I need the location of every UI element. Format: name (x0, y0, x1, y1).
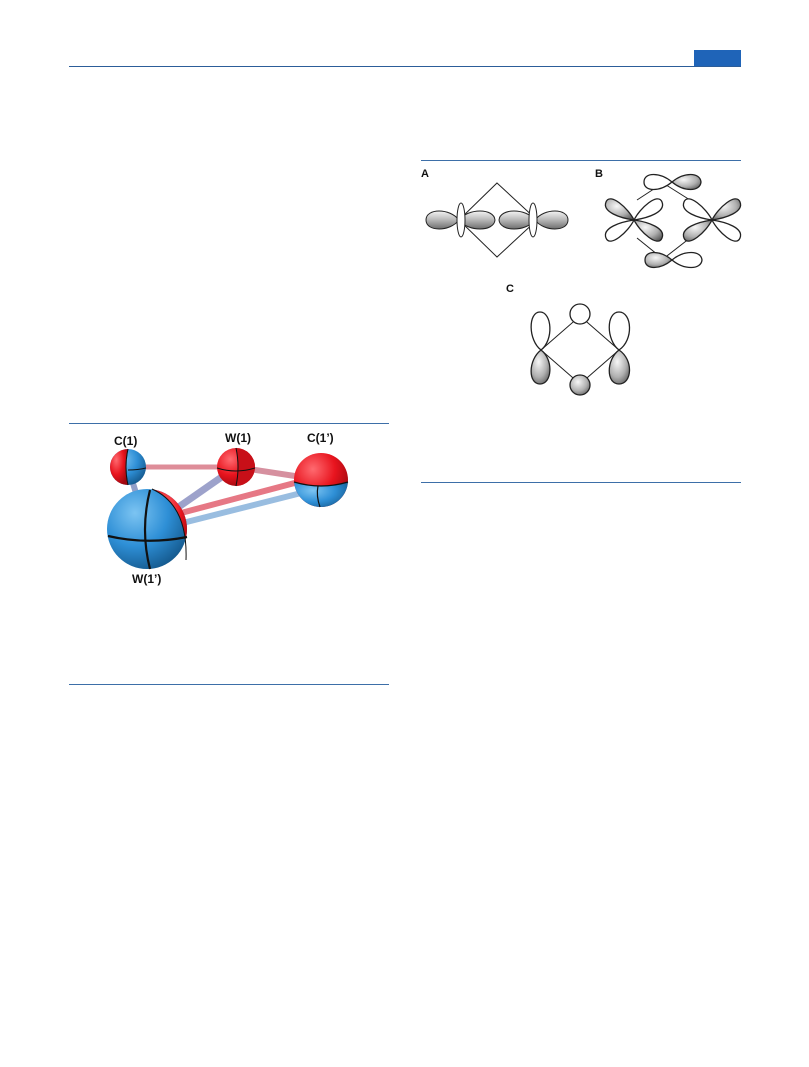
orbital-panel-b (604, 173, 742, 269)
figure-top-rule-right (421, 160, 741, 161)
atom-label-w1: W(1) (225, 431, 251, 445)
figure-top-rule (69, 423, 389, 424)
figure-bottom-rule-right (421, 482, 741, 483)
panel-label-a: A (421, 168, 429, 180)
journal-badge (694, 50, 741, 66)
panel-label-b: B (595, 168, 603, 180)
atom-label-c1: C(1) (114, 434, 138, 448)
panel-label-c: C (506, 283, 514, 295)
atom-label-w1p: W(1’) (132, 572, 162, 586)
atom-c1p (293, 453, 349, 508)
atom-label-c1p: C(1’) (307, 431, 334, 445)
atom-w1 (216, 447, 256, 487)
figure-bottom-rule (69, 684, 389, 685)
atom-c1 (110, 448, 147, 486)
header-rule (69, 66, 741, 67)
orbital-panel-a (425, 182, 569, 258)
orbital-panel-c (530, 303, 631, 396)
